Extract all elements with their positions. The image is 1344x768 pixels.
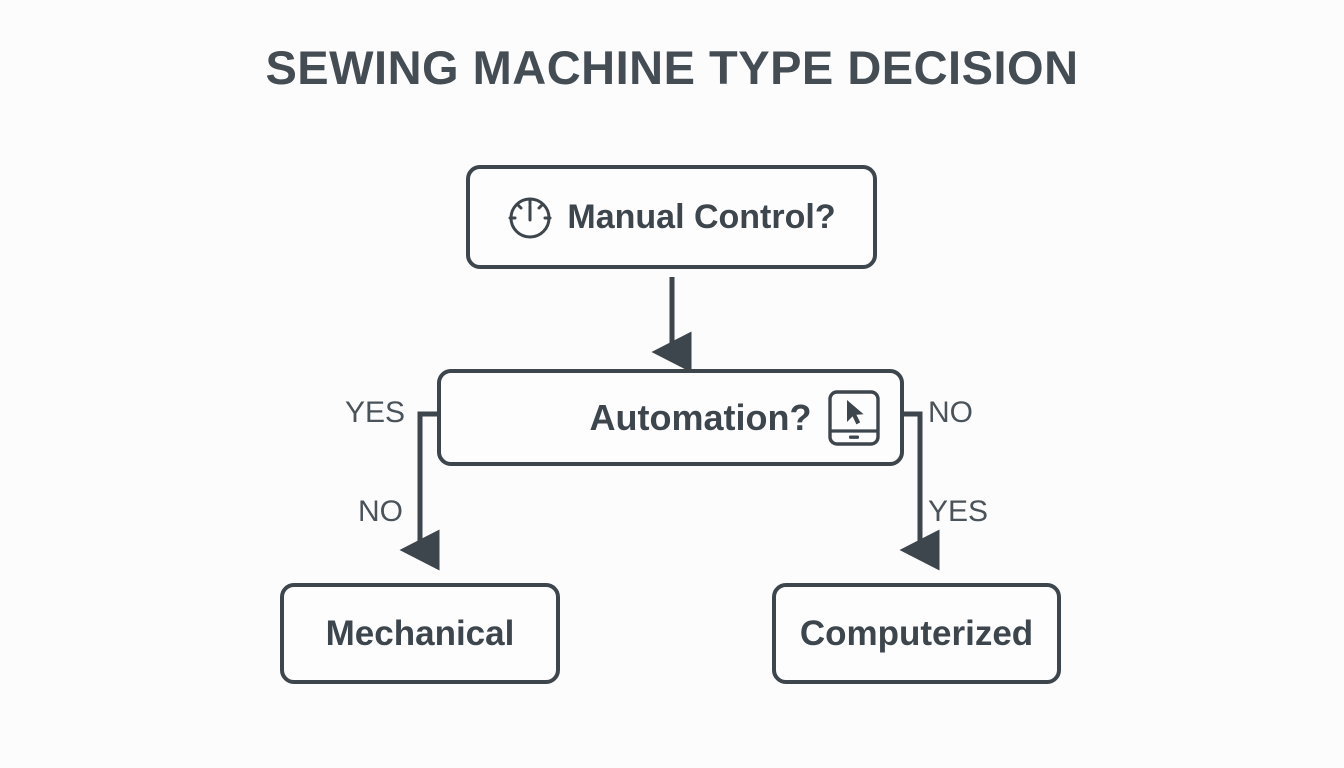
node-manual-control[interactable]: Manual Control? <box>466 165 877 269</box>
node-mechanical[interactable]: Mechanical <box>280 583 560 684</box>
node-manual-control-label: Manual Control? <box>567 197 836 236</box>
page-title: SEWING MACHINE TYPE DECISION <box>265 41 1079 94</box>
edge-label-left-yes: YES <box>345 396 406 429</box>
node-automation-content: Automation? <box>590 389 882 447</box>
edge-automation-to-mechanical <box>399 411 440 571</box>
node-automation[interactable]: Automation? <box>437 369 904 466</box>
edge-automation-to-computerized <box>899 411 940 571</box>
node-computerized-label: Computerized <box>799 613 1034 653</box>
node-mechanical-label: Mechanical <box>325 613 515 653</box>
node-computerized[interactable]: Computerized <box>772 583 1061 684</box>
edge-label-right-no: NO <box>928 396 973 429</box>
edge-label-right-yes: YES <box>928 495 989 528</box>
edge-label-left-no: NO <box>358 495 403 528</box>
monitor-cursor-icon <box>827 389 881 447</box>
node-automation-label: Automation? <box>589 396 812 438</box>
gauge-icon <box>507 194 553 240</box>
